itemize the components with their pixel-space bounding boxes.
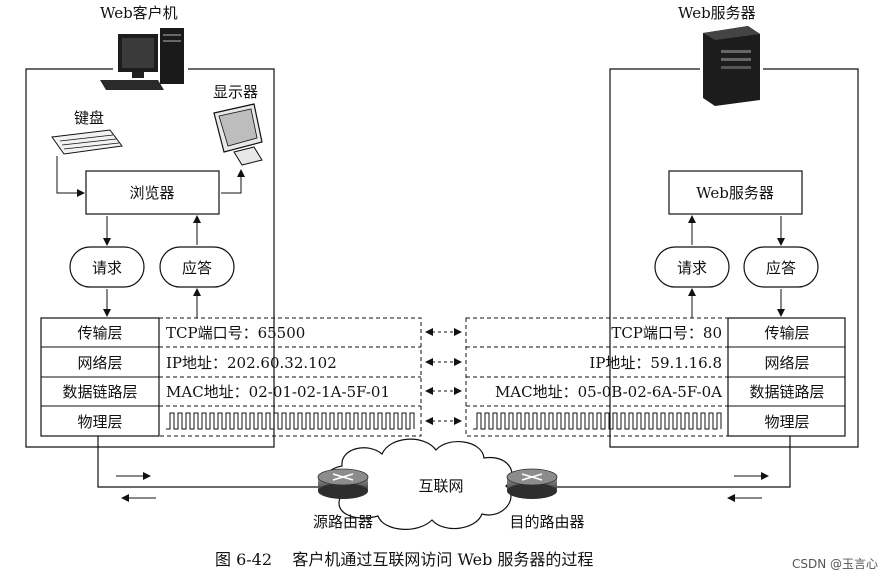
- monitor-label: 显示器: [213, 83, 258, 101]
- server-app-box: [668, 170, 803, 215]
- server-tcp-port: TCP端口号：80: [611, 324, 722, 342]
- server-ip-address: IP地址：59.1.16.8: [589, 354, 722, 372]
- client-layer-datalink: 数据链路层: [62, 383, 137, 401]
- keyboard-to-browser-arrow: [56, 156, 85, 197]
- server-frame: [609, 68, 859, 448]
- keyboard-label: 键盘: [74, 109, 104, 127]
- internet-label: 互联网: [418, 477, 463, 495]
- internet-cloud: [323, 438, 513, 530]
- dest-router-icon: [506, 468, 558, 499]
- dest-router-label: 目的路由器: [509, 513, 584, 531]
- server-link-line: [557, 436, 791, 488]
- source-router-icon: [317, 468, 369, 499]
- client-mac-address: MAC地址：02-01-02-1A-5F-01: [166, 383, 390, 401]
- client-computer-icon: [100, 28, 184, 90]
- client-link-line: [97, 436, 318, 488]
- client-response-oval: [159, 246, 235, 288]
- server-app-label: Web服务器: [696, 184, 774, 202]
- browser-to-monitor-arrow: [221, 169, 245, 194]
- client-layer-physical: 物理层: [77, 413, 122, 431]
- server-response-label: 应答: [766, 259, 796, 277]
- client-layer-transport: 传输层: [77, 324, 122, 342]
- browser-box: [85, 170, 220, 215]
- server-signal-wave: [473, 412, 722, 430]
- server-stack: [465, 317, 846, 437]
- server-request-label: 请求: [677, 259, 707, 277]
- server-title: Web服务器: [678, 4, 756, 22]
- server-layer-physical: 物理层: [764, 413, 809, 431]
- watermark: CSDN @玉言心: [792, 557, 878, 571]
- monitor-icon: [213, 103, 263, 166]
- client-request-oval: [69, 246, 145, 288]
- client-tcp-port: TCP端口号：65500: [166, 324, 305, 342]
- client-frame: [25, 68, 275, 448]
- client-request-label: 请求: [92, 259, 122, 277]
- browser-label: 浏览器: [129, 184, 174, 202]
- client-ip-address: IP地址：202.60.32.102: [166, 354, 337, 372]
- server-response-oval: [743, 246, 819, 288]
- client-title: Web客户机: [100, 4, 178, 22]
- server-request-oval: [654, 246, 730, 288]
- server-layer-datalink: 数据链路层: [749, 383, 824, 401]
- source-router-label: 源路由器: [313, 513, 373, 531]
- client-stack: [40, 317, 422, 437]
- server-mac-address: MAC地址：05-0B-02-6A-5F-0A: [495, 383, 722, 401]
- server-layer-network: 网络层: [764, 354, 809, 372]
- keyboard-icon: [51, 129, 123, 155]
- server-tower-icon: [703, 26, 760, 106]
- client-signal-wave: [166, 412, 415, 430]
- client-response-label: 应答: [182, 259, 212, 277]
- server-layer-transport: 传输层: [764, 324, 809, 342]
- client-layer-network: 网络层: [77, 354, 122, 372]
- figure-caption: 图 6-42 客户机通过互联网访问 Web 服务器的过程: [215, 550, 593, 569]
- peer-arrows: [425, 328, 462, 425]
